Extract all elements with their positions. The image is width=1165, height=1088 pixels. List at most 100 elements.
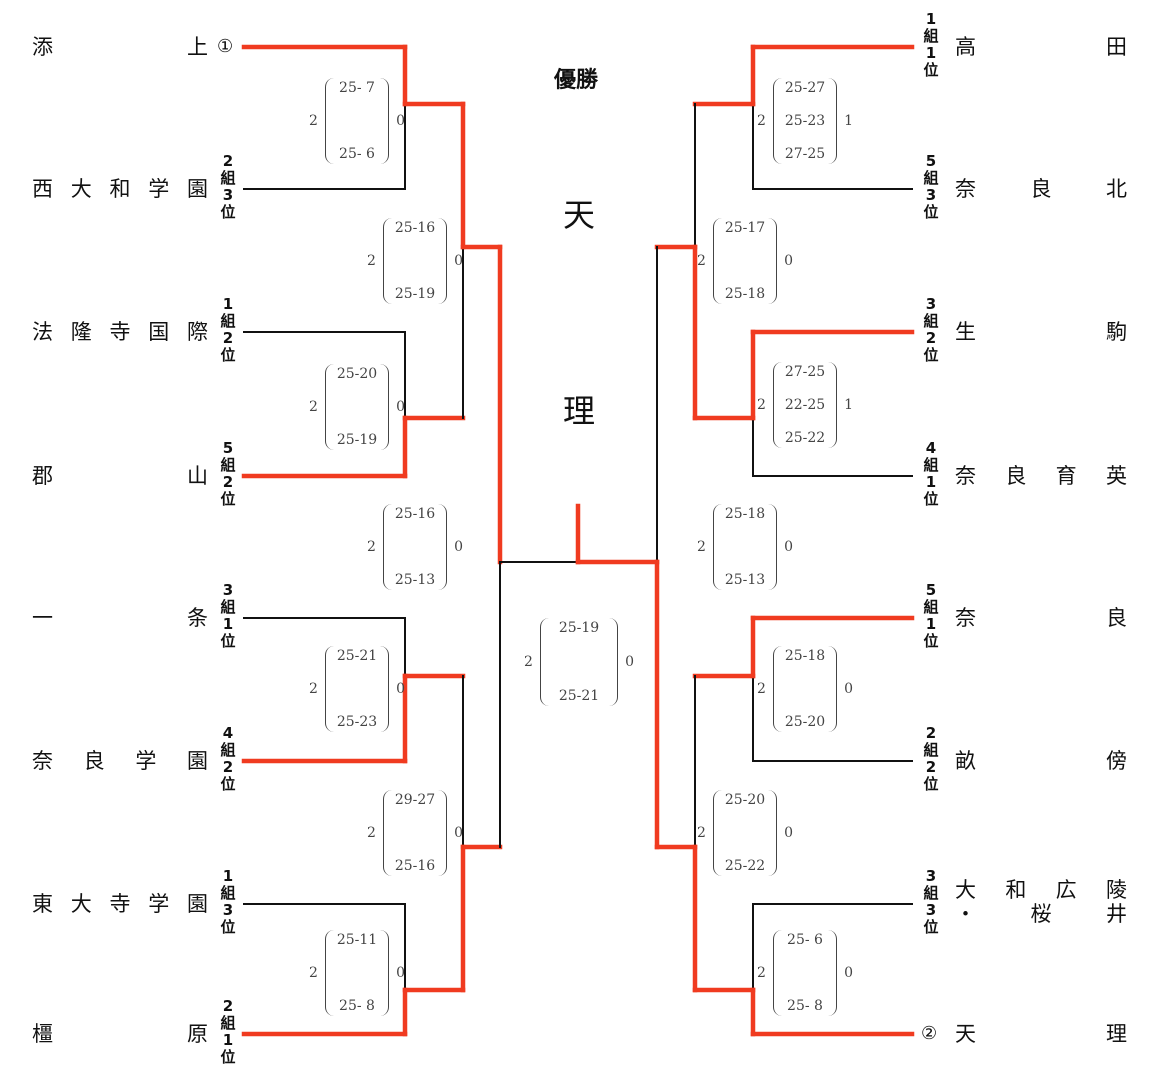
team-name-char: 西 xyxy=(32,177,53,201)
set-score: 22-25 xyxy=(784,397,826,413)
set-score: 25-23 xyxy=(784,113,826,129)
team-name-char: 大 xyxy=(955,878,976,902)
group-rank-char: 位 xyxy=(923,203,939,221)
group-rank-char: 位 xyxy=(220,346,236,364)
team-name-char: 東 xyxy=(32,892,53,916)
team-name-char: 理 xyxy=(1106,1022,1127,1046)
set-score: 25-27 xyxy=(784,80,826,96)
group-rank-char: 組 xyxy=(220,884,236,902)
group-rank-char: 組 xyxy=(923,884,939,902)
winner-sets: 2 xyxy=(757,113,766,129)
group-rank-char: 組 xyxy=(923,741,939,759)
group-rank-char: 1 xyxy=(925,44,937,62)
team-name-char: 英 xyxy=(1105,464,1127,488)
loser-sets: 0 xyxy=(844,681,853,697)
group-rank-char: 4 xyxy=(222,724,234,742)
group-rank-char: 位 xyxy=(220,918,236,936)
group-rank-char: 組 xyxy=(220,1014,236,1032)
team-name: 橿原 xyxy=(32,1020,208,1048)
team-name-char: 畝 xyxy=(955,749,976,773)
set-score: 25-16 xyxy=(394,506,436,522)
team-name-char: 山 xyxy=(187,464,208,488)
group-rank-char: 2 xyxy=(925,329,937,347)
group-rank-char: 1 xyxy=(222,1031,234,1049)
team-name-char: 井 xyxy=(1106,902,1127,926)
team-name-char: 園 xyxy=(187,892,208,916)
set-score: 29-27 xyxy=(394,792,436,808)
group-rank-char: 1 xyxy=(222,295,234,313)
team-name: 一条 xyxy=(32,604,208,632)
set-score: 25-13 xyxy=(394,572,436,588)
team-name-char: 北 xyxy=(1106,177,1127,201)
group-rank-char: 2 xyxy=(222,329,234,347)
loser-sets: 0 xyxy=(625,654,634,670)
team-name-char: 大 xyxy=(70,892,92,916)
group-rank-char: 組 xyxy=(220,456,236,474)
group-rank-char: 1 xyxy=(925,10,937,28)
set-score: 25-20 xyxy=(336,366,378,382)
loser-sets: 0 xyxy=(784,539,793,555)
group-rank-char: 2 xyxy=(222,473,234,491)
group-rank-char: 組 xyxy=(220,598,236,616)
team-name: 東大寺学園 xyxy=(32,890,208,918)
team-name-char: 良 xyxy=(1005,464,1027,488)
team-name-char: 園 xyxy=(187,177,208,201)
set-score: 25-19 xyxy=(336,432,378,448)
winner-sets: 2 xyxy=(367,825,376,841)
group-rank-char: 3 xyxy=(222,581,234,599)
team-name-char: 原 xyxy=(187,1022,208,1046)
group-rank-char: 1 xyxy=(222,615,234,633)
group-rank-char: 位 xyxy=(220,1048,236,1066)
group-rank-char: 位 xyxy=(923,918,939,936)
group-rank-char: 3 xyxy=(222,186,234,204)
set-score: 25- 8 xyxy=(787,998,823,1014)
team-name-char: 学 xyxy=(148,892,170,916)
team-name: 郡山 xyxy=(32,462,208,490)
winner-sets: 2 xyxy=(524,654,533,670)
winner-sets: 2 xyxy=(757,965,766,981)
team-name-char: 田 xyxy=(1106,35,1127,59)
group-rank-char: 2 xyxy=(222,152,234,170)
group-rank-char: 1 xyxy=(925,473,937,491)
team-name: 高田 xyxy=(955,33,1127,61)
group-rank-char: 組 xyxy=(220,169,236,187)
team-name-char: 郡 xyxy=(32,464,53,488)
loser-sets: 0 xyxy=(454,825,463,841)
group-rank-char: 1 xyxy=(222,867,234,885)
team-name-char: 奈 xyxy=(32,749,53,773)
set-score: 27-25 xyxy=(784,364,826,380)
set-score: 25-20 xyxy=(724,792,766,808)
set-score: 25- 7 xyxy=(339,80,375,96)
winner-sets: 2 xyxy=(309,965,318,981)
group-rank-char: 組 xyxy=(923,169,939,187)
loser-sets: 0 xyxy=(396,681,405,697)
loser-sets: 0 xyxy=(784,825,793,841)
group-rank-char: 3 xyxy=(925,901,937,919)
team-name-char: 条 xyxy=(187,606,208,630)
team-name-char: 駒 xyxy=(1106,320,1127,344)
team-name-char: 育 xyxy=(1055,464,1077,488)
set-score: 25-21 xyxy=(558,688,600,704)
